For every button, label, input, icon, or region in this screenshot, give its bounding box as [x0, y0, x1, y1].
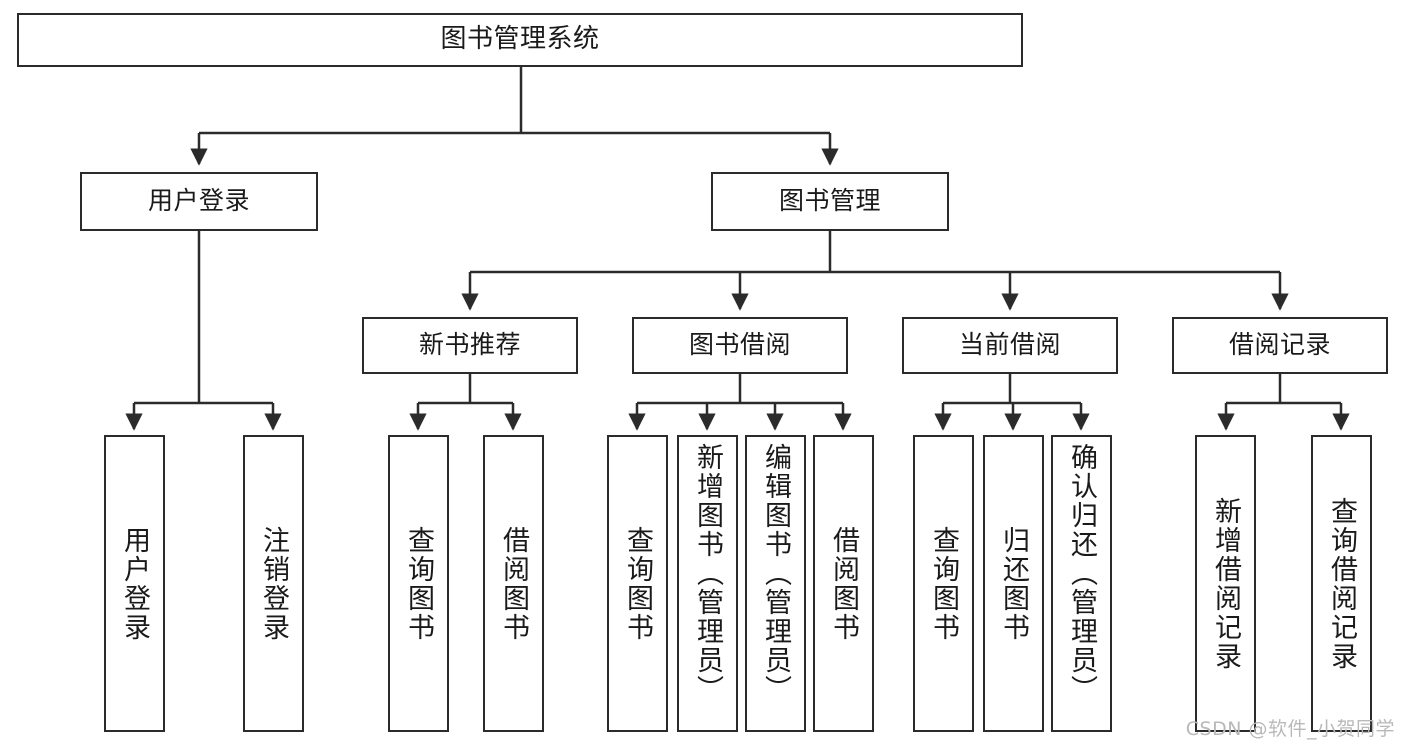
node-label: 编辑图书（管理员）: [760, 443, 791, 704]
node-label: 注销登录: [258, 525, 289, 642]
node-label: 新增图书（管理员）: [692, 443, 723, 704]
node-label: 归还图书: [998, 525, 1029, 642]
leaf-query-book-recommend[interactable]: 查询图书: [388, 435, 449, 732]
node-user-login[interactable]: 用户登录: [80, 172, 318, 231]
node-label: 借阅图书: [498, 525, 529, 642]
leaf-logout[interactable]: 注销登录: [243, 435, 304, 732]
node-label: 新增借阅记录: [1210, 496, 1241, 671]
leaf-edit-book[interactable]: 编辑图书（管理员）: [745, 435, 806, 732]
leaf-user-login[interactable]: 用户登录: [104, 435, 165, 732]
leaf-query-book-borrow[interactable]: 查询图书: [607, 435, 668, 732]
leaf-borrow-book-recommend[interactable]: 借阅图书: [483, 435, 544, 732]
leaf-borrow-book[interactable]: 借阅图书: [813, 435, 874, 732]
node-label: 图书管理: [778, 186, 881, 216]
node-label: 查询借阅记录: [1326, 496, 1357, 671]
leaf-return-book[interactable]: 归还图书: [983, 435, 1044, 732]
node-current-borrow[interactable]: 当前借阅: [902, 317, 1118, 374]
node-label: 借阅图书: [828, 525, 859, 642]
node-label: 图书借阅: [688, 330, 791, 360]
node-label: 查询图书: [928, 525, 959, 642]
node-new-book-recommend[interactable]: 新书推荐: [362, 317, 578, 374]
node-book-manage[interactable]: 图书管理: [711, 172, 949, 231]
node-root[interactable]: 图书管理系统: [17, 13, 1023, 67]
node-label: 图书管理系统: [440, 24, 600, 55]
leaf-query-book-current[interactable]: 查询图书: [913, 435, 974, 732]
leaf-add-borrow-record[interactable]: 新增借阅记录: [1195, 435, 1256, 732]
node-label: 当前借阅: [958, 330, 1061, 360]
node-book-borrow[interactable]: 图书借阅: [632, 317, 848, 374]
leaf-confirm-return[interactable]: 确认归还（管理员）: [1051, 435, 1112, 732]
node-label: 查询图书: [622, 525, 653, 642]
node-label: 新书推荐: [418, 330, 521, 360]
node-label: 用户登录: [147, 186, 250, 216]
node-label: 借阅记录: [1228, 330, 1331, 360]
node-label: 查询图书: [403, 525, 434, 642]
leaf-add-book[interactable]: 新增图书（管理员）: [677, 435, 738, 732]
watermark: CSDN @软件_小贺同学: [1185, 718, 1395, 740]
node-borrow-record[interactable]: 借阅记录: [1172, 317, 1388, 374]
node-label: 确认归还（管理员）: [1066, 443, 1097, 704]
node-label: 用户登录: [119, 525, 150, 642]
leaf-query-borrow-record[interactable]: 查询借阅记录: [1311, 435, 1372, 732]
